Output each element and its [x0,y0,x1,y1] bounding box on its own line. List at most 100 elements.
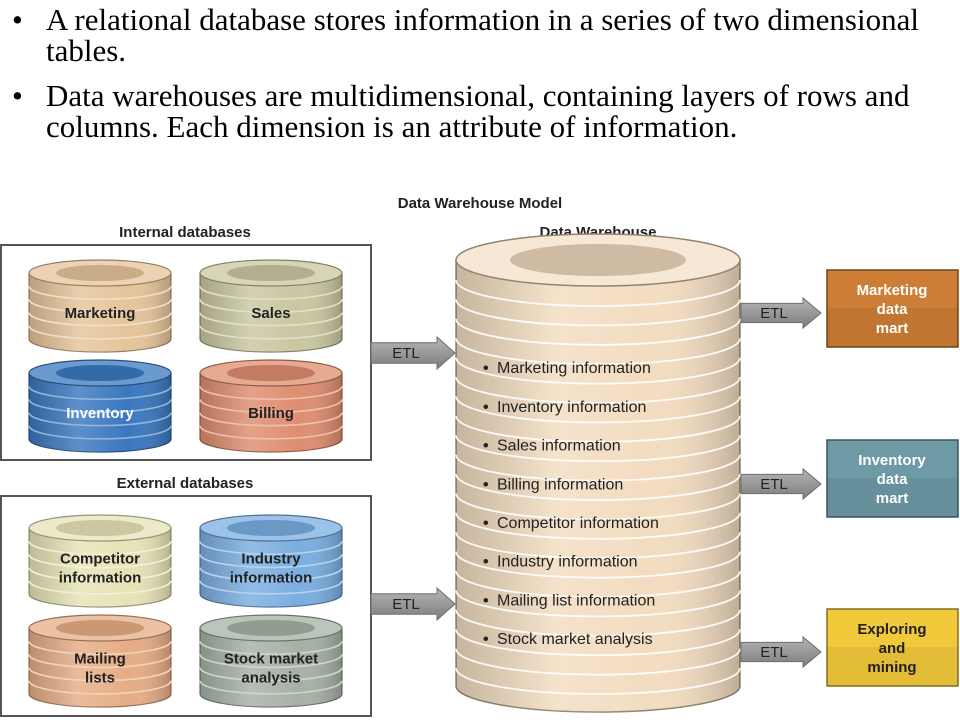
database-label: Competitor [60,550,140,567]
warehouse-item-bullet: • [483,438,489,455]
database-label: analysis [241,669,300,686]
warehouse-ring [455,357,741,385]
cylinder-ring [28,580,172,595]
mart-box-shade [827,647,958,686]
mart-label: Marketing [857,282,928,299]
inventory-database: Inventory [28,359,172,453]
cylinder-ring [199,325,343,340]
cylinder-top-inner [55,364,145,382]
cylinder-ring [28,567,172,582]
cylinder-ring [199,680,343,695]
warehouse-item-industry-information: Industry information [497,554,638,571]
database-label: Billing [248,405,294,422]
warehouse-ring [455,570,741,598]
external-databases: CompetitorinformationIndustryinformation… [28,514,343,708]
etl-label: ETL [760,305,788,322]
cylinder-ring [199,654,343,669]
database-label: Marketing [65,305,136,322]
internal-databases-title: Internal databases [119,224,251,241]
warehouse-ring [455,648,741,676]
warehouse-item-mailing-list-information: Mailing list information [497,592,655,609]
warehouse-item-sales-information: Sales information [497,438,621,455]
cylinder-top-inner [226,264,316,282]
warehouse-ring [455,435,741,463]
cylinder-ring [199,386,343,400]
mart-box [826,439,959,518]
warehouse-item-competitor-information: Competitor information [497,515,659,532]
cylinder-ring [199,541,343,555]
etl-arrow-shape [370,586,456,622]
cylinder-ring [199,641,343,655]
database-label: Sales [251,305,290,322]
billing-database: Billing [199,359,343,453]
cylinder-ring [28,641,172,655]
cylinder-ring [199,412,343,427]
mart-label: and [879,640,906,657]
mart-label: mining [867,659,916,676]
mart-box-shade [827,308,958,347]
cylinder-top-inner [226,519,316,537]
mart-box-shade [827,478,958,517]
etl-arrow: ETL [370,335,456,371]
cylinder-ring [199,286,343,300]
cylinder-ring [199,580,343,595]
cylinder-ring [199,554,343,569]
warehouse-ring [455,338,741,366]
cylinder-top-inner [55,264,145,282]
cylinder-ring [28,667,172,682]
bullet-symbol: • [12,78,23,113]
mart-label: mart [876,320,909,337]
cylinder-ring [28,399,172,414]
cylinder-ring [28,425,172,440]
etl-label: ETL [392,596,420,613]
warehouse-item-billing-information: Billing information [497,476,623,493]
mart-label: data [877,471,909,488]
cylinder-ring [28,541,172,555]
warehouse-item-bullet: • [483,399,489,416]
etl-arrow: ETL [740,467,822,501]
etl-arrow-shape [740,467,822,501]
cylinder-ring [28,412,172,427]
mart-box [826,269,959,348]
warehouse-ring [455,551,741,579]
etl-label: ETL [760,476,788,493]
warehouse-ring [455,590,741,618]
cylinder-top-inner [55,519,145,537]
mart-label: Inventory [858,452,926,469]
cylinder-ring [199,399,343,414]
bullet-list: • A relational database stores informati… [8,4,953,156]
warehouse-item-stock-market-analysis: Stock market analysis [497,631,653,648]
cylinder-ring [199,425,343,440]
cylinder-ring [199,312,343,327]
warehouse-item-bullet: • [483,360,489,377]
bullet-data-warehouse: • Data warehouses are multidimensional, … [8,80,953,142]
cylinder-ring [28,554,172,569]
etl-arrow: ETL [740,296,822,330]
cylinder-ring [28,299,172,314]
warehouse-item-bullet: • [483,476,489,493]
warehouse-ring [455,279,741,307]
cylinder-top-inner [226,619,316,637]
warehouse-item-bullet: • [483,554,489,571]
cylinder-top-inner [55,619,145,637]
cylinder-ring [199,299,343,314]
etl-arrow-shape [740,296,822,330]
warehouse-ring [455,396,741,424]
warehouse-item-bullet: • [483,592,489,609]
warehouse-ring [455,512,741,540]
bullet-symbol: • [12,2,23,37]
cylinder-ring [28,286,172,300]
warehouse-ring [455,532,741,560]
mart-box [826,608,959,687]
cylinder-ring [28,386,172,400]
cylinder-ring [28,312,172,327]
etl-arrow-shape [370,335,456,371]
cylinder-ring [28,325,172,340]
